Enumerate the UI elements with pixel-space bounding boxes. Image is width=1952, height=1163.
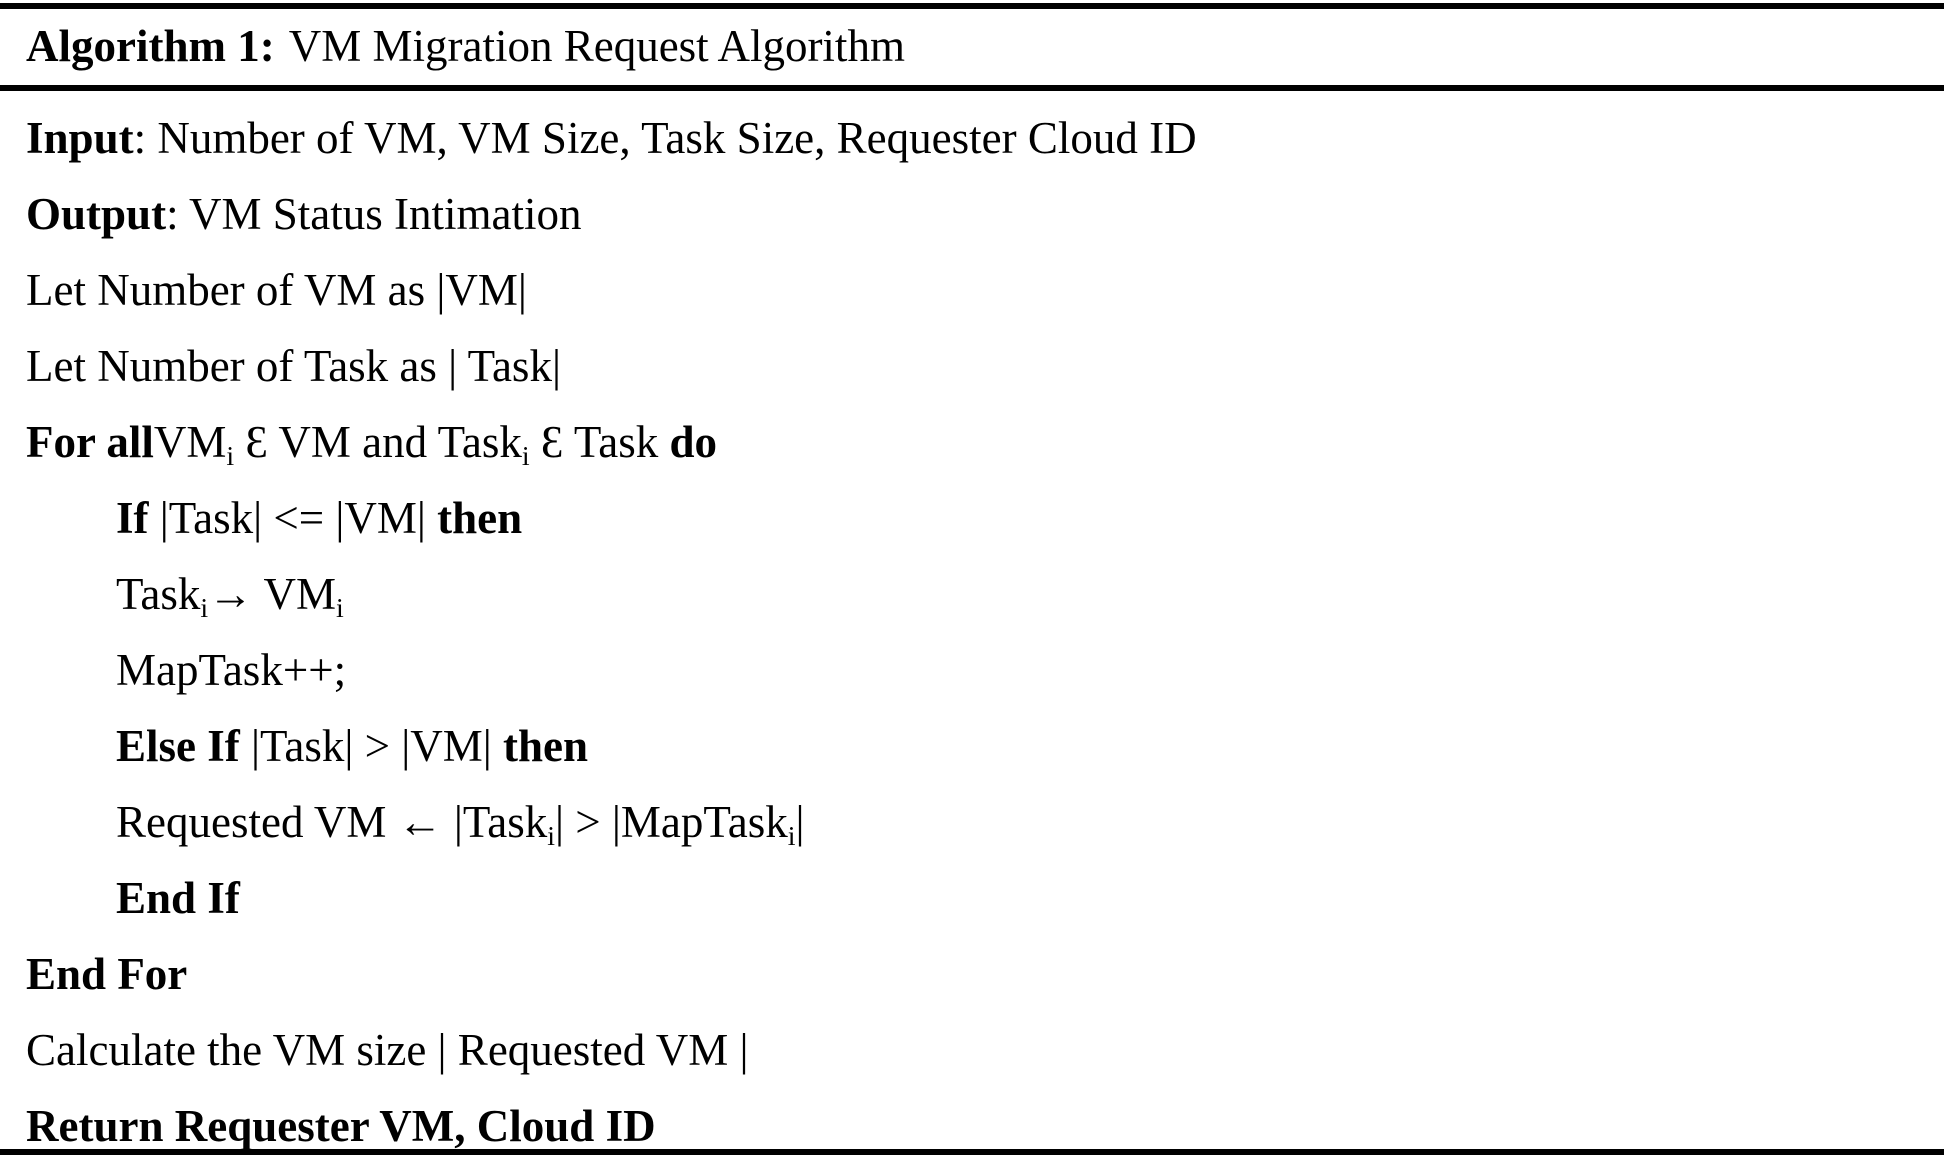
line-text-mid-2: | bbox=[795, 797, 805, 847]
line-keyword: Return Requester VM, Cloud ID bbox=[26, 1101, 656, 1151]
line-keyword: End If bbox=[116, 873, 240, 923]
line-text: Task bbox=[116, 569, 201, 619]
algorithm-line-for-all: For allVMi Ɛ VM and Taski Ɛ Task do bbox=[0, 404, 1952, 480]
algorithm-line-end-if: End If bbox=[0, 860, 1952, 936]
line-text: MapTask++; bbox=[116, 645, 347, 695]
line-subscript-2: i bbox=[336, 592, 344, 624]
line-text: : VM Status Intimation bbox=[166, 189, 582, 239]
bottom-rule bbox=[0, 1149, 1944, 1155]
line-text: Calculate the VM size | Requested VM | bbox=[26, 1025, 749, 1075]
algorithm-line-let-task: Let Number of Task as | Task| bbox=[0, 328, 1952, 404]
algorithm-line-calculate-vm-size: Calculate the VM size | Requested VM | bbox=[0, 1012, 1952, 1088]
line-subscript-1: i bbox=[226, 440, 235, 472]
line-subscript-1: i bbox=[200, 592, 209, 624]
line-keyword: Input bbox=[26, 113, 134, 163]
line-subscript-1: i bbox=[547, 820, 555, 852]
algorithm-body: Input: Number of VM, VM Size, Task Size,… bbox=[0, 91, 1952, 1151]
top-rule bbox=[0, 3, 1944, 9]
line-text-mid-1: | > |MapTask bbox=[555, 797, 788, 847]
line-keyword: Else If bbox=[116, 721, 240, 771]
line-text: VM bbox=[153, 417, 227, 467]
line-keyword: For all bbox=[26, 417, 154, 467]
line-keyword: End For bbox=[26, 949, 188, 999]
line-tail-keyword: then bbox=[437, 493, 523, 543]
line-text: |Task| > |VM| bbox=[239, 721, 504, 771]
line-keyword: If bbox=[116, 493, 149, 543]
line-subscript-2: i bbox=[787, 820, 796, 852]
line-text: Let Number of Task as | Task| bbox=[26, 341, 561, 391]
line-text-mid-1: Ɛ VM and Task bbox=[234, 417, 522, 467]
algorithm-line-assign-task-vm: Taski→ VMi bbox=[0, 556, 1952, 632]
algorithm-line-maptask-increment: MapTask++; bbox=[0, 632, 1952, 708]
line-text-mid-1: → VM bbox=[208, 569, 337, 619]
line-keyword: Output bbox=[26, 189, 167, 239]
algorithm-line-input: Input: Number of VM, VM Size, Task Size,… bbox=[0, 100, 1952, 176]
line-text: |Task| <= |VM| bbox=[148, 493, 438, 543]
algorithm-line-let-vm: Let Number of VM as |VM| bbox=[0, 252, 1952, 328]
line-text-mid-2: Ɛ Task bbox=[529, 417, 670, 467]
algorithm-line-requested-vm: Requested VM ← |Taski| > |MapTaski| bbox=[0, 784, 1952, 860]
algorithm-line-end-for: End For bbox=[0, 936, 1952, 1012]
algorithm-label: Algorithm 1: bbox=[26, 21, 275, 71]
algorithm-line-if-task-le-vm: If |Task| <= |VM| then bbox=[0, 480, 1952, 556]
algorithm-line-output: Output: VM Status Intimation bbox=[0, 176, 1952, 252]
header-separator-rule bbox=[0, 85, 1944, 91]
line-text: Requested VM ← |Task bbox=[116, 797, 548, 847]
algorithm-line-else-if-task-gt-vm: Else If |Task| > |VM| then bbox=[0, 708, 1952, 784]
line-subscript-2: i bbox=[521, 440, 530, 472]
algorithm-header: Algorithm 1: VM Migration Request Algori… bbox=[26, 8, 905, 85]
algorithm-title: VM Migration Request Algorithm bbox=[288, 21, 905, 71]
line-tail-keyword: do bbox=[669, 417, 717, 467]
line-text: Let Number of VM as |VM| bbox=[26, 265, 527, 315]
algorithm-line-return: Return Requester VM, Cloud ID bbox=[0, 1088, 1952, 1163]
line-text: : Number of VM, VM Size, Task Size, Requ… bbox=[133, 113, 1197, 163]
line-tail-keyword: then bbox=[503, 721, 589, 771]
